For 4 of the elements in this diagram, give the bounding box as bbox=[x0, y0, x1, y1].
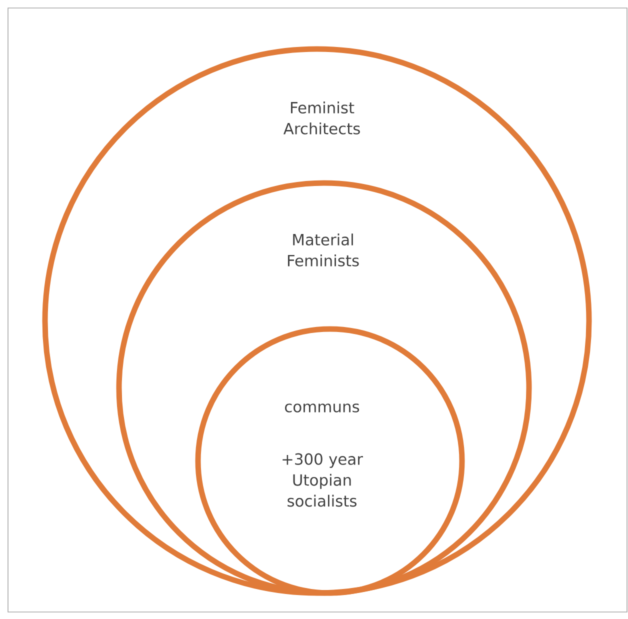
circle-label: communs bbox=[285, 404, 360, 412]
circle-label: +300 year Utopian socialists bbox=[282, 453, 363, 507]
circle-label: Material Feminists bbox=[288, 234, 359, 266]
circle-label: Feminist Architects bbox=[283, 102, 360, 134]
